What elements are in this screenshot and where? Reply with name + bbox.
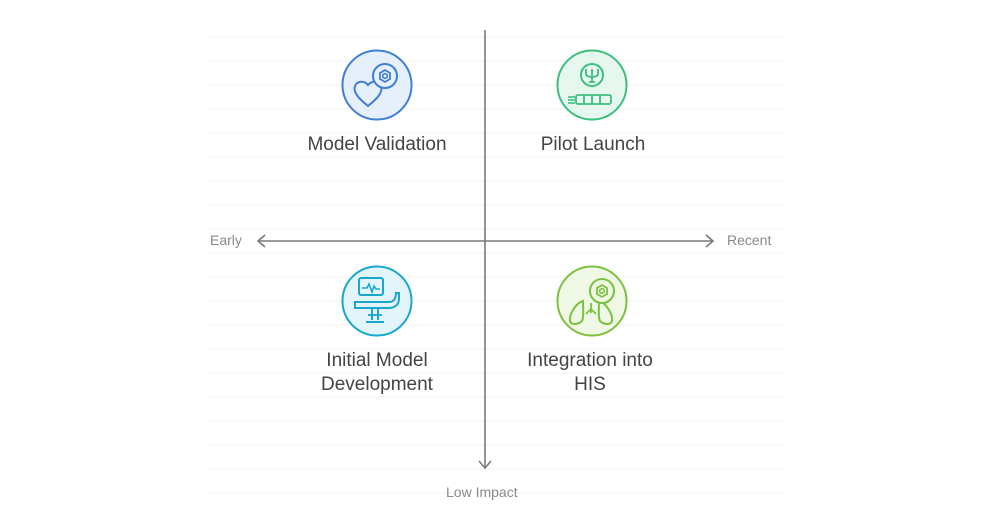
axis-label-right: Recent — [727, 232, 772, 248]
quadrant-label-bottom-right: Integration into HIS — [527, 350, 653, 395]
axis-label-left: Early — [210, 232, 242, 248]
right-arrow-icon — [705, 234, 715, 248]
background-gridlines — [208, 36, 784, 494]
left-arrow-icon — [256, 234, 266, 248]
down-arrow-icon — [478, 460, 492, 470]
heart-gear-icon — [341, 49, 413, 121]
quadrant-label-top-left: Model Validation — [307, 134, 447, 155]
lungs-gear-icon — [556, 265, 628, 337]
monitor-chair-icon — [341, 265, 413, 337]
quadrant-label-bottom-left: Initial Model Development — [321, 350, 433, 395]
axis-label-bottom: Low Impact — [446, 484, 518, 500]
launch-progress-icon — [556, 49, 628, 121]
quadrant-label-top-right: Pilot Launch — [540, 134, 646, 155]
